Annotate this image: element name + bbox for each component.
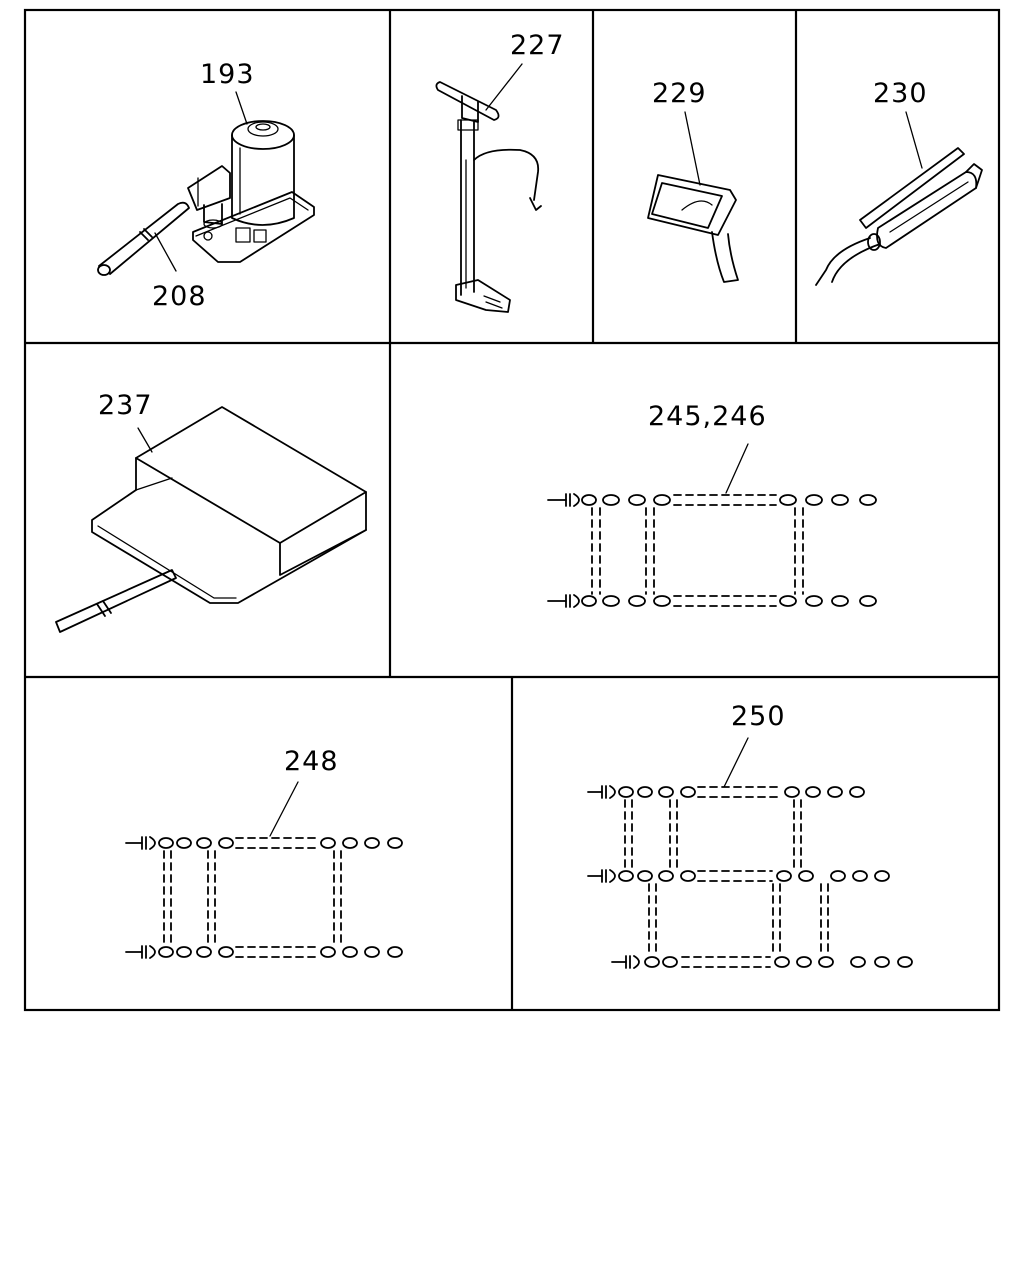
grease-gun-cell: 230 bbox=[815, 78, 983, 286]
callout-250: 250 bbox=[731, 701, 786, 732]
chain-248-leader bbox=[269, 781, 299, 837]
callout-237: 237 bbox=[98, 390, 153, 421]
chain-250-drawing bbox=[587, 785, 913, 969]
lamp-leader bbox=[684, 111, 701, 186]
chain-245-drawing bbox=[547, 493, 877, 608]
chain-250-leader bbox=[723, 737, 749, 788]
mat-leader bbox=[137, 427, 153, 453]
chain-245-leader bbox=[725, 443, 749, 494]
jack-drawing bbox=[187, 120, 315, 263]
callout-208: 208 bbox=[152, 281, 207, 312]
chain-248-cell: 248 bbox=[125, 746, 403, 959]
lamp-cell: 229 bbox=[647, 78, 739, 283]
callout-193: 193 bbox=[200, 59, 255, 90]
diagram-grid bbox=[23, 8, 1001, 1012]
chain-250-cell: 250 bbox=[587, 701, 913, 969]
callout-227: 227 bbox=[510, 30, 565, 61]
chain-248-drawing bbox=[125, 836, 403, 959]
grease-gun-leader bbox=[905, 111, 923, 169]
pump-cell: 227 bbox=[435, 30, 565, 313]
jack-handle-drawing bbox=[97, 201, 190, 276]
jack-leader bbox=[235, 91, 248, 125]
pump-drawing bbox=[435, 81, 542, 313]
mat-cell: 237 bbox=[55, 390, 367, 633]
jack-cell: 193 208 bbox=[97, 59, 315, 312]
callout-229: 229 bbox=[652, 78, 707, 109]
chain-245-cell: 245,246 bbox=[547, 401, 877, 608]
mat-drawing bbox=[55, 406, 367, 633]
grease-gun-drawing bbox=[815, 147, 983, 286]
lamp-drawing bbox=[647, 174, 739, 283]
pump-leader bbox=[485, 63, 523, 111]
callout-245-246: 245,246 bbox=[648, 401, 767, 432]
callout-248: 248 bbox=[284, 746, 339, 777]
callout-230: 230 bbox=[873, 78, 928, 109]
